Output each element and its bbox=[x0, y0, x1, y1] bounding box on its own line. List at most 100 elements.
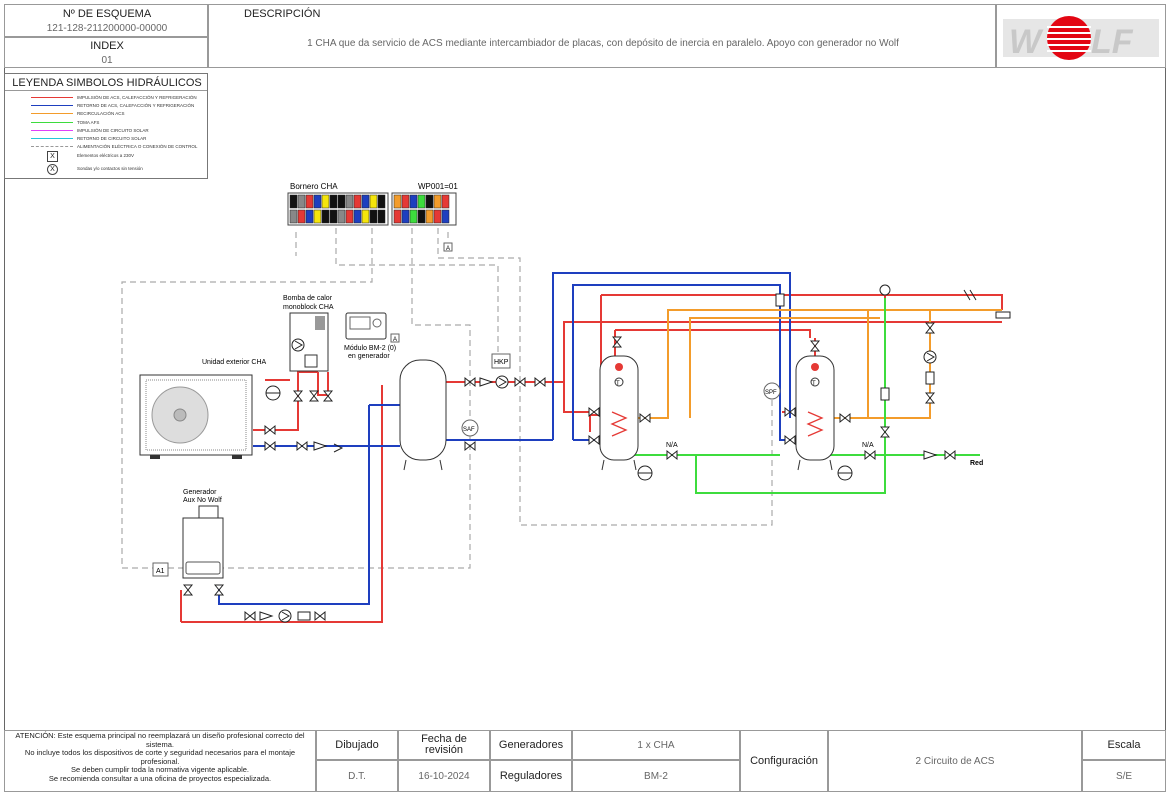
legend-line-swatch bbox=[31, 146, 73, 148]
legend-title: LEYENDA SIMBOLOS HIDRÁULICOS bbox=[12, 77, 202, 89]
terminal-cell bbox=[393, 209, 402, 224]
configuracion-label: Configuración bbox=[740, 730, 828, 792]
legend-item: IMPULSIÓN DE ACS, CALEFACCIÓN Y REFRIGER… bbox=[5, 94, 207, 102]
a-box-small-text: A bbox=[446, 246, 450, 252]
index-cell: INDEX 01 bbox=[4, 37, 208, 68]
modulo-label-2: en generador bbox=[348, 353, 390, 360]
spf-label: SPF bbox=[765, 390, 777, 396]
warning-line: No incluye todos los dispositivos de cor… bbox=[24, 748, 296, 766]
warning-line: Se recomienda consultar a una oficina de… bbox=[48, 773, 272, 783]
terminal-cell bbox=[329, 194, 338, 209]
square-symbol-icon: X bbox=[47, 151, 58, 162]
legend-item-label: RECIRCULACIÓN ACS bbox=[77, 111, 125, 117]
warning-cell: ATENCIÓN: Este esquema principal no reem… bbox=[4, 730, 316, 792]
legend-line-swatch bbox=[31, 97, 73, 98]
legend-symbol-label: Elementos eléctricos a 230V bbox=[77, 153, 135, 158]
escala-label: Escala bbox=[1082, 730, 1166, 760]
warning-line: Se deben cumplir toda la normativa vigen… bbox=[70, 765, 250, 774]
legend-item: RECIRCULACIÓN ACS bbox=[5, 110, 207, 118]
hkp-label: HKP bbox=[494, 359, 509, 366]
modulo-label-1: Módulo BM-2 (0) bbox=[344, 345, 396, 352]
terminal-cell bbox=[433, 194, 442, 209]
logo-cell: W LF bbox=[996, 4, 1166, 68]
generadores-value: 1 x CHA bbox=[572, 730, 740, 760]
legend-line-swatch bbox=[31, 121, 73, 123]
terminal-cell bbox=[417, 209, 426, 224]
terminal-cell bbox=[345, 209, 354, 224]
terminal-cell bbox=[441, 209, 450, 224]
heat-pump-unit bbox=[289, 312, 329, 372]
terminal-cell bbox=[377, 209, 386, 224]
a1-box bbox=[152, 562, 169, 577]
spf-sensor bbox=[763, 382, 781, 400]
legend-line-swatch bbox=[31, 138, 73, 139]
a-box-small bbox=[443, 242, 453, 252]
bm2-module bbox=[345, 312, 400, 343]
terminal-cell bbox=[417, 194, 426, 209]
t1-label: T bbox=[616, 381, 620, 387]
terminal-cell bbox=[313, 209, 322, 224]
terminal-cell bbox=[401, 194, 410, 209]
fecha-value: 16-10-2024 bbox=[398, 760, 490, 792]
terminal-cell bbox=[305, 194, 314, 209]
terminal-cell bbox=[321, 209, 330, 224]
terminal-cell bbox=[393, 194, 402, 209]
terminal-cell bbox=[353, 194, 362, 209]
t2-label: T bbox=[812, 381, 816, 387]
terminal-cell bbox=[369, 194, 378, 209]
terminal-cell bbox=[377, 194, 386, 209]
terminal-cell bbox=[337, 209, 346, 224]
dhw-tank-1 bbox=[599, 355, 639, 471]
terminal-cell bbox=[305, 209, 314, 224]
legend-line-swatch bbox=[31, 105, 73, 107]
schema-label: Nº DE ESQUEMA bbox=[62, 8, 152, 20]
terminal-cell bbox=[289, 194, 298, 209]
legend-symbol-label: Sondas y/o contactos sin tensión bbox=[77, 166, 143, 171]
circle-symbol-icon: X bbox=[47, 164, 58, 175]
legend-symbol-row: X Elementos eléctricos a 230V bbox=[5, 151, 207, 163]
description-text: 1 CHA que da servicio de ACS mediante in… bbox=[307, 38, 899, 49]
terminal-cell bbox=[353, 209, 362, 224]
legend-item-label: IMPULSIÓN DE ACS, CALEFACCIÓN Y REFRIGER… bbox=[77, 95, 197, 100]
terminal-cell bbox=[409, 194, 418, 209]
legend-symbol-row: X Sondas y/o contactos sin tensión bbox=[5, 164, 207, 176]
a1-label: A1 bbox=[156, 568, 165, 575]
legend-item: RETORNO DE ACS, CALEFACCIÓN Y REFRIGERAC… bbox=[5, 102, 207, 110]
terminal-cell bbox=[409, 209, 418, 224]
bornero-label: Bornero CHA bbox=[290, 182, 338, 191]
legend-item-label: ALIMENTACIÓN ELÉCTRICA O CONEXIÓN DE CON… bbox=[77, 144, 198, 150]
legend-item: ALIMENTACIÓN ELÉCTRICA O CONEXIÓN DE CON… bbox=[5, 143, 207, 151]
terminal-cell bbox=[289, 209, 298, 224]
terminal-cell bbox=[401, 209, 410, 224]
legend-item: IMPULSIÓN DE CIRCUITO SOLAR bbox=[5, 127, 207, 135]
a-box-text: A bbox=[393, 337, 397, 343]
schema-number: 121-128-211200000-00000 bbox=[46, 23, 168, 34]
bornero-terminals bbox=[287, 192, 457, 226]
legend-title-divider bbox=[5, 90, 207, 91]
logo-text-left: W bbox=[1009, 23, 1044, 61]
legend-item: RETORNO DE CIRCUITO SOLAR bbox=[5, 135, 207, 143]
warning-text: ATENCIÓN: Este esquema principal no reem… bbox=[5, 731, 315, 784]
wp001-label: WP001=01 bbox=[418, 182, 458, 191]
terminal-cell bbox=[297, 209, 306, 224]
terminal-cell bbox=[345, 194, 354, 209]
aux-generator bbox=[182, 505, 224, 579]
schema-cell: Nº DE ESQUEMA 121-128-211200000-00000 bbox=[4, 4, 208, 37]
legend-item-label: RETORNO DE ACS, CALEFACCIÓN Y REFRIGERAC… bbox=[77, 103, 195, 109]
terminal-cell bbox=[361, 194, 370, 209]
control-lines bbox=[121, 228, 773, 569]
terminal-cell bbox=[425, 209, 434, 224]
index-number: 01 bbox=[101, 55, 113, 66]
legend-line-swatch bbox=[31, 129, 73, 131]
terminal-cell bbox=[369, 209, 378, 224]
description-cell: DESCRIPCIÓN 1 CHA que da servicio de ACS… bbox=[208, 4, 996, 68]
legend-item: TOMA AFS bbox=[5, 119, 207, 127]
generador-label-1: Generador bbox=[183, 489, 217, 496]
saf-sensor bbox=[461, 419, 479, 437]
bomba-label-2: monoblock CHA bbox=[283, 304, 334, 311]
legend-item-label: TOMA AFS bbox=[77, 119, 100, 125]
terminal-cell bbox=[425, 194, 434, 209]
dibujado-label: Dibujado bbox=[316, 730, 398, 760]
dhw-tank-2 bbox=[795, 355, 835, 471]
terminal-cell bbox=[441, 194, 450, 209]
